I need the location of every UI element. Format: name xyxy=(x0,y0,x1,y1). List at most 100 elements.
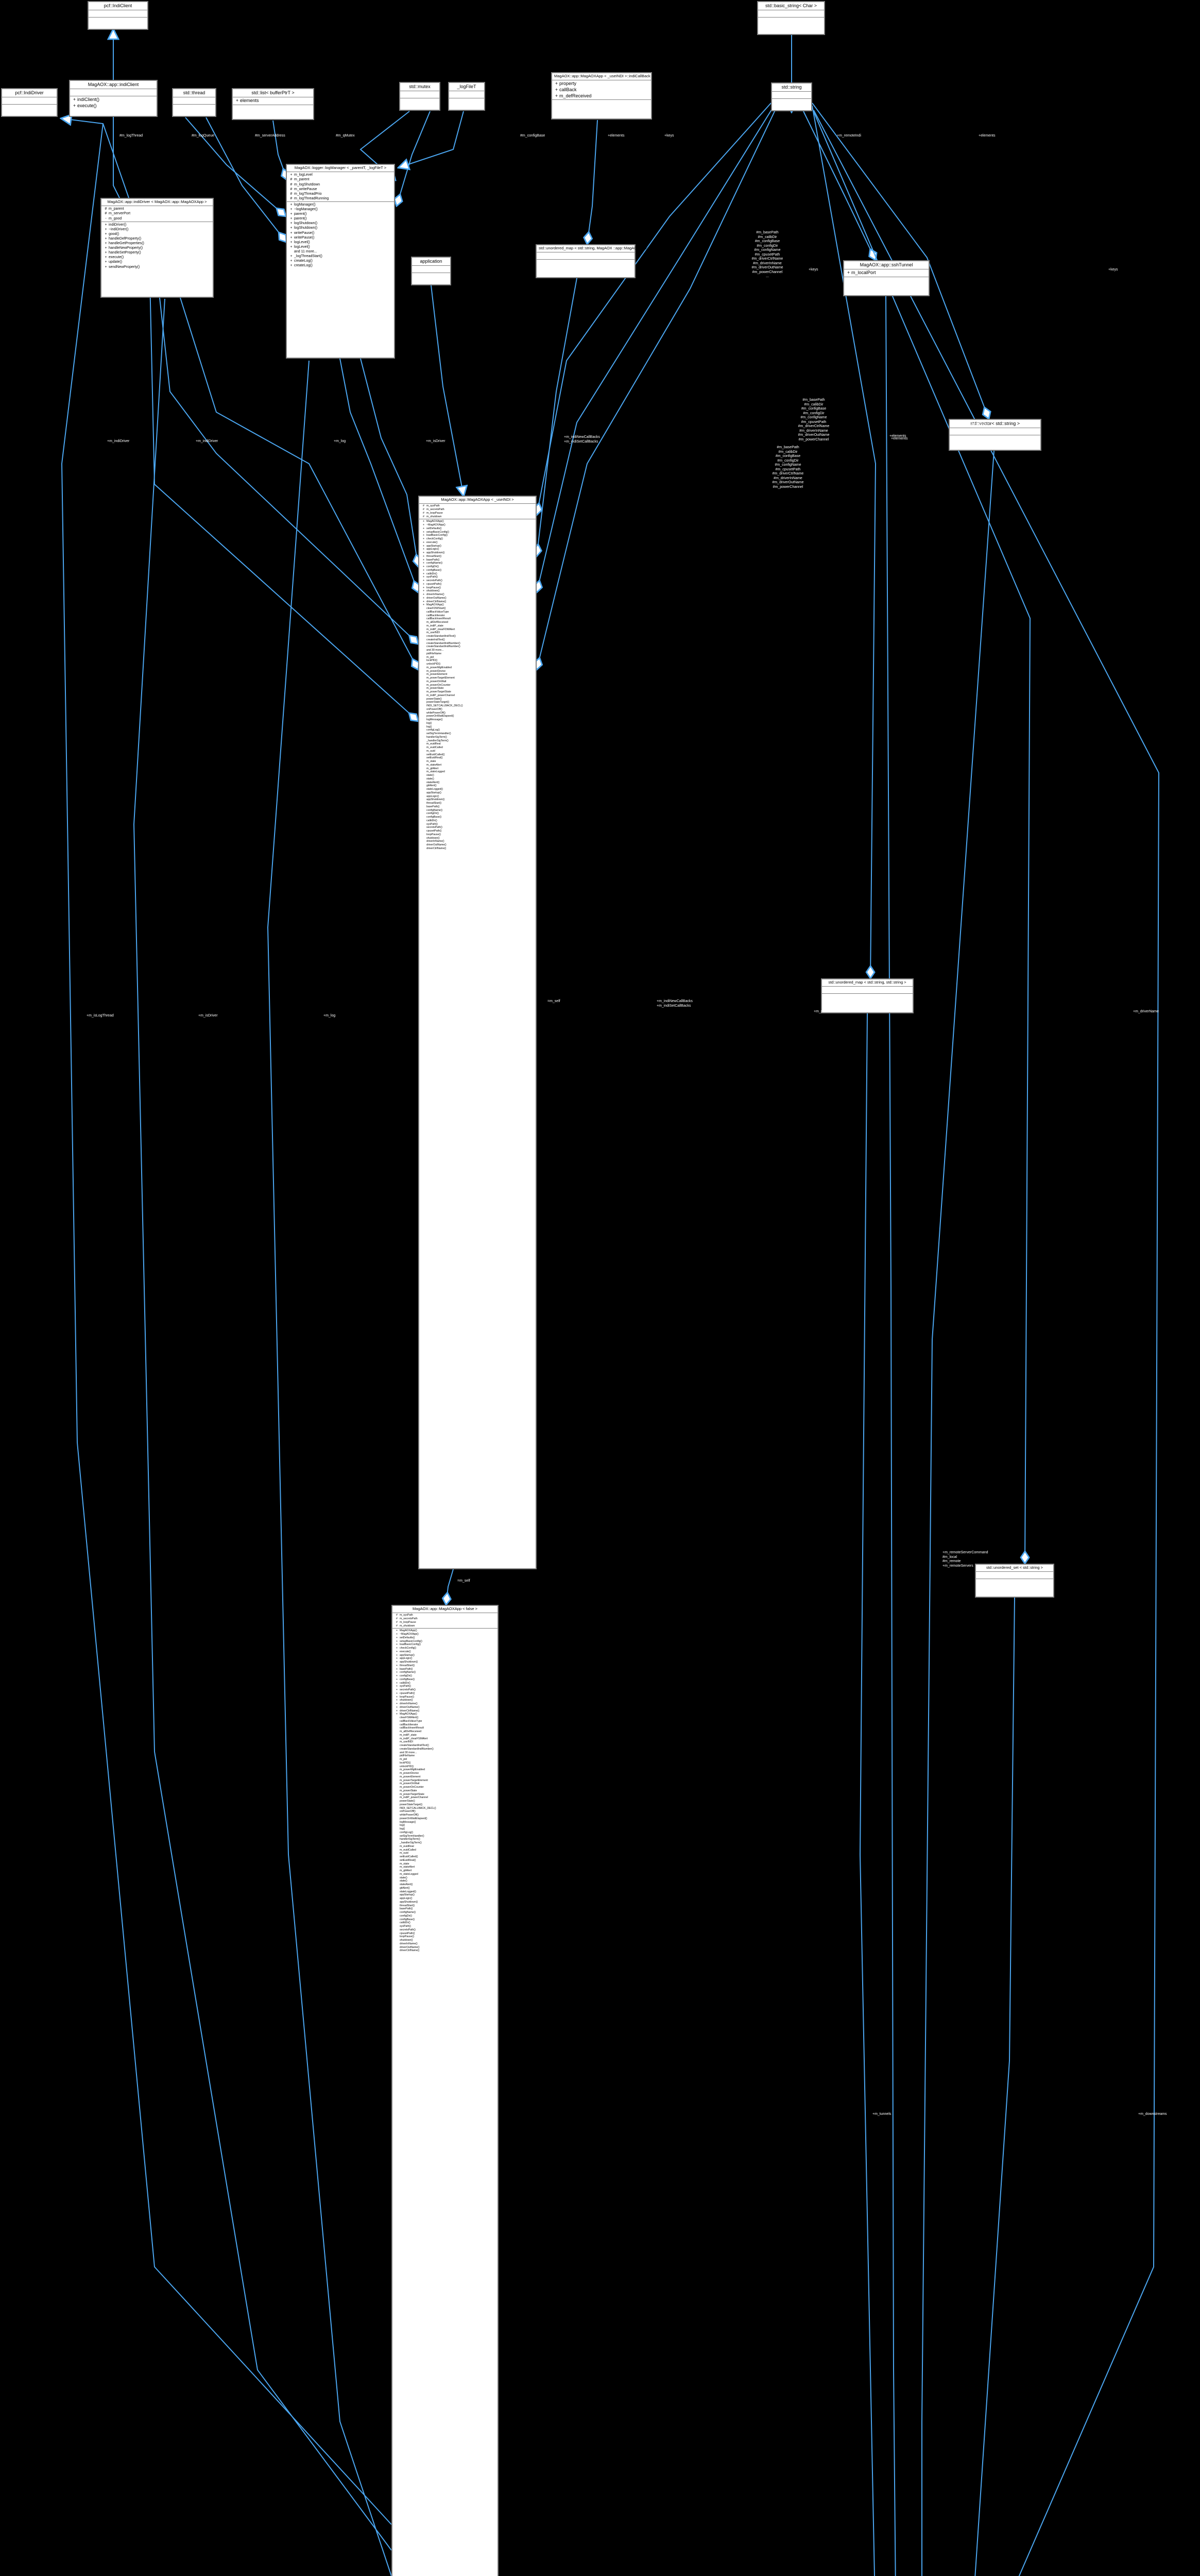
class-method-row: setEuidCalled() xyxy=(419,753,536,757)
class-method-row: +good() xyxy=(101,232,213,236)
visibility-marker: + xyxy=(847,270,850,276)
class-node-std_vector_std_string_1[interactable]: std::vector< std::string > xyxy=(949,419,1041,451)
class-method-row: +sendNewProperty() xyxy=(101,265,213,269)
class-node-pcf_indidriver[interactable]: pcf::IndiDriver xyxy=(1,88,58,117)
edge-label-m_remoteIndi: +m_remoteIndi xyxy=(837,134,861,138)
class-node-magaox_logger_logmanager[interactable]: MagAOX::logger::logManager < _parentT, _… xyxy=(286,164,395,359)
class-method-row: m_stateAlert xyxy=(419,764,536,767)
class-method-row: +cpusetPath() xyxy=(419,583,536,586)
visibility-marker: + xyxy=(396,1650,398,1653)
visibility-marker: # xyxy=(290,192,293,196)
class-method-section: +logManager()+~logManager()+parent()+par… xyxy=(287,202,394,268)
member-label: m_allDefReceived xyxy=(426,621,449,624)
member-label: setDefaults() xyxy=(426,527,442,530)
class-method-row: whilePowerOff() xyxy=(392,1814,498,1817)
class-node-std_unordered_map_string_string[interactable]: std::unordered_map < std::string, std::s… xyxy=(821,978,914,1013)
edge-label-m_isDriver_2: +m_isDriver xyxy=(198,1014,218,1018)
class-field-row: #m_parent xyxy=(101,207,213,211)
class-method-row: +update() xyxy=(101,260,213,264)
class-method-row: m_powerState xyxy=(392,1789,498,1793)
member-label: clearFDWStart() xyxy=(426,607,446,611)
class-field-section xyxy=(2,97,57,105)
class-method-row: calibDir() xyxy=(392,1921,498,1925)
member-label: m_serverPort xyxy=(109,212,131,216)
member-label: m_powerState xyxy=(426,687,444,690)
class-node-std_basic_string_char[interactable]: std::basic_string< Char > xyxy=(757,1,825,35)
member-label: checkConfig() xyxy=(426,537,443,541)
class-method-row: +createLog() xyxy=(287,263,394,268)
visibility-marker: + xyxy=(422,551,425,555)
class-node-magaox_app_sshtunnel[interactable]: MagAOX::app::sshTunnel+m_localPort xyxy=(843,260,930,296)
member-label: loopPause() xyxy=(400,1695,414,1699)
member-label: shutdown() xyxy=(400,1699,413,1702)
visibility-marker: + xyxy=(396,1671,398,1674)
class-method-row: setSigTermHandler() xyxy=(419,732,536,736)
member-label: createIndiText() xyxy=(426,638,445,641)
class-node-magaoxapp_useindi_big[interactable]: MagAOX::app::MagAOXApp < _useINDI >#m_sy… xyxy=(418,496,537,1569)
class-node-std_mutex_top[interactable]: std::mutex xyxy=(399,82,440,111)
visibility-marker: + xyxy=(422,558,425,562)
class-node-std_string_top[interactable]: std::string xyxy=(771,82,812,111)
class-method-row: m_useINDI xyxy=(419,631,536,635)
member-label: setEuidCalled() xyxy=(426,753,445,756)
visibility-marker: # xyxy=(105,207,107,211)
class-method-row: +setupBasicConfig() xyxy=(392,1640,498,1643)
member-label: callBackIterator xyxy=(400,1723,418,1726)
class-method-row: +execute() xyxy=(70,103,157,109)
visibility-marker: # xyxy=(423,508,424,512)
class-node-std_thread_top[interactable]: std::thread xyxy=(172,88,216,117)
class-method-row: +logShutdown() xyxy=(287,221,394,226)
member-label: powerOnWaitElapsed() xyxy=(426,715,454,718)
class-field-section: +m_logLevel#m_parent#m_logShutdown#m_wri… xyxy=(287,172,394,202)
class-method-row: +appStartup() xyxy=(392,1654,498,1657)
class-method-row: m_powerTargetElement xyxy=(419,676,536,680)
class-method-row: +~indiDriver() xyxy=(101,227,213,232)
class-field-row: #m_logShutdown xyxy=(287,182,394,187)
class-field-section: #m_sysPath#m_secretsPath#m_loopPause#m_s… xyxy=(419,504,536,520)
class-method-row: configDir() xyxy=(392,1914,498,1918)
class-method-row: m_indiP_state xyxy=(419,624,536,628)
visibility-marker: + xyxy=(105,232,107,236)
visibility-marker: # xyxy=(290,196,293,200)
member-label: loadBasicConfig() xyxy=(426,534,448,537)
class-node-magaox_app_indiclient[interactable]: MagAOX::app::indiClient+indiClient()+exe… xyxy=(69,80,158,117)
class-method-row: driverInName() xyxy=(392,1942,498,1946)
class-node-logfilet[interactable]: _logFileT xyxy=(448,82,485,111)
class-node-magaox_app_indidriver[interactable]: MagAOX::app::indiDriver < MagAOX::app::M… xyxy=(100,198,214,298)
member-label: m_euidReal xyxy=(426,742,441,746)
class-method-row: _handlerSigTerm() xyxy=(419,739,536,743)
class-method-row: +logManager() xyxy=(287,202,394,207)
edge-label-m_configBase: #m_configBase xyxy=(520,134,545,138)
visibility-marker: + xyxy=(290,222,293,226)
class-node-std_unordered_set_string[interactable]: std::unordered_set < std::string > xyxy=(975,1564,1054,1598)
member-label: createStandardIndiNumber() xyxy=(400,1747,434,1751)
member-label: m_writePause xyxy=(294,187,317,191)
member-label: configDir() xyxy=(426,812,439,816)
class-node-std_list_bufferptrt[interactable]: std::list< bufferPtrT >+elements xyxy=(232,88,314,120)
class-method-row: +logLevel() xyxy=(287,240,394,245)
class-title: pcf::IndiDriver xyxy=(2,89,57,98)
class-node-magaoxapp_false_big[interactable]: MagAOX::app::MagAOXApp < false >#m_sysPa… xyxy=(391,1605,499,2576)
class-method-row: configLog() xyxy=(392,1831,498,1835)
class-node-pcf_indiclient[interactable]: pcf::IndiClient xyxy=(88,1,148,30)
visibility-marker: + xyxy=(73,103,76,108)
class-title: application xyxy=(412,258,450,266)
visibility-marker: + xyxy=(422,527,425,530)
member-label: cpusetPath() xyxy=(426,829,442,833)
class-field-section xyxy=(89,10,147,18)
member-label: setSigTermHandler() xyxy=(426,732,451,736)
class-node-application[interactable]: application xyxy=(411,257,451,285)
member-label: handlerSigTerm() xyxy=(426,735,447,739)
class-node-magaoxapp_indicallback[interactable]: MagAOX::app::MagAOXApp < _useINDI >::ind… xyxy=(551,72,652,120)
visibility-marker: + xyxy=(290,235,293,240)
edge-label-m_basePath_right: #m_basePath #m_calibDir #m_configBase #m… xyxy=(751,231,783,279)
member-label: and 30 more... xyxy=(400,1751,417,1754)
visibility-marker: + xyxy=(105,265,107,269)
class-method-row: +secretsPath() xyxy=(419,579,536,583)
class-method-row: +driverInName() xyxy=(392,1702,498,1706)
class-node-std_unordered_map_indicallback[interactable]: std::unordered_map < std::string, MagAOX… xyxy=(536,244,673,278)
visibility-marker: + xyxy=(396,1695,398,1699)
class-title: MagAOX::app::sshTunnel xyxy=(844,261,929,270)
member-label: checkConfig() xyxy=(400,1647,417,1650)
class-method-row: gitAlert() xyxy=(392,1887,498,1890)
